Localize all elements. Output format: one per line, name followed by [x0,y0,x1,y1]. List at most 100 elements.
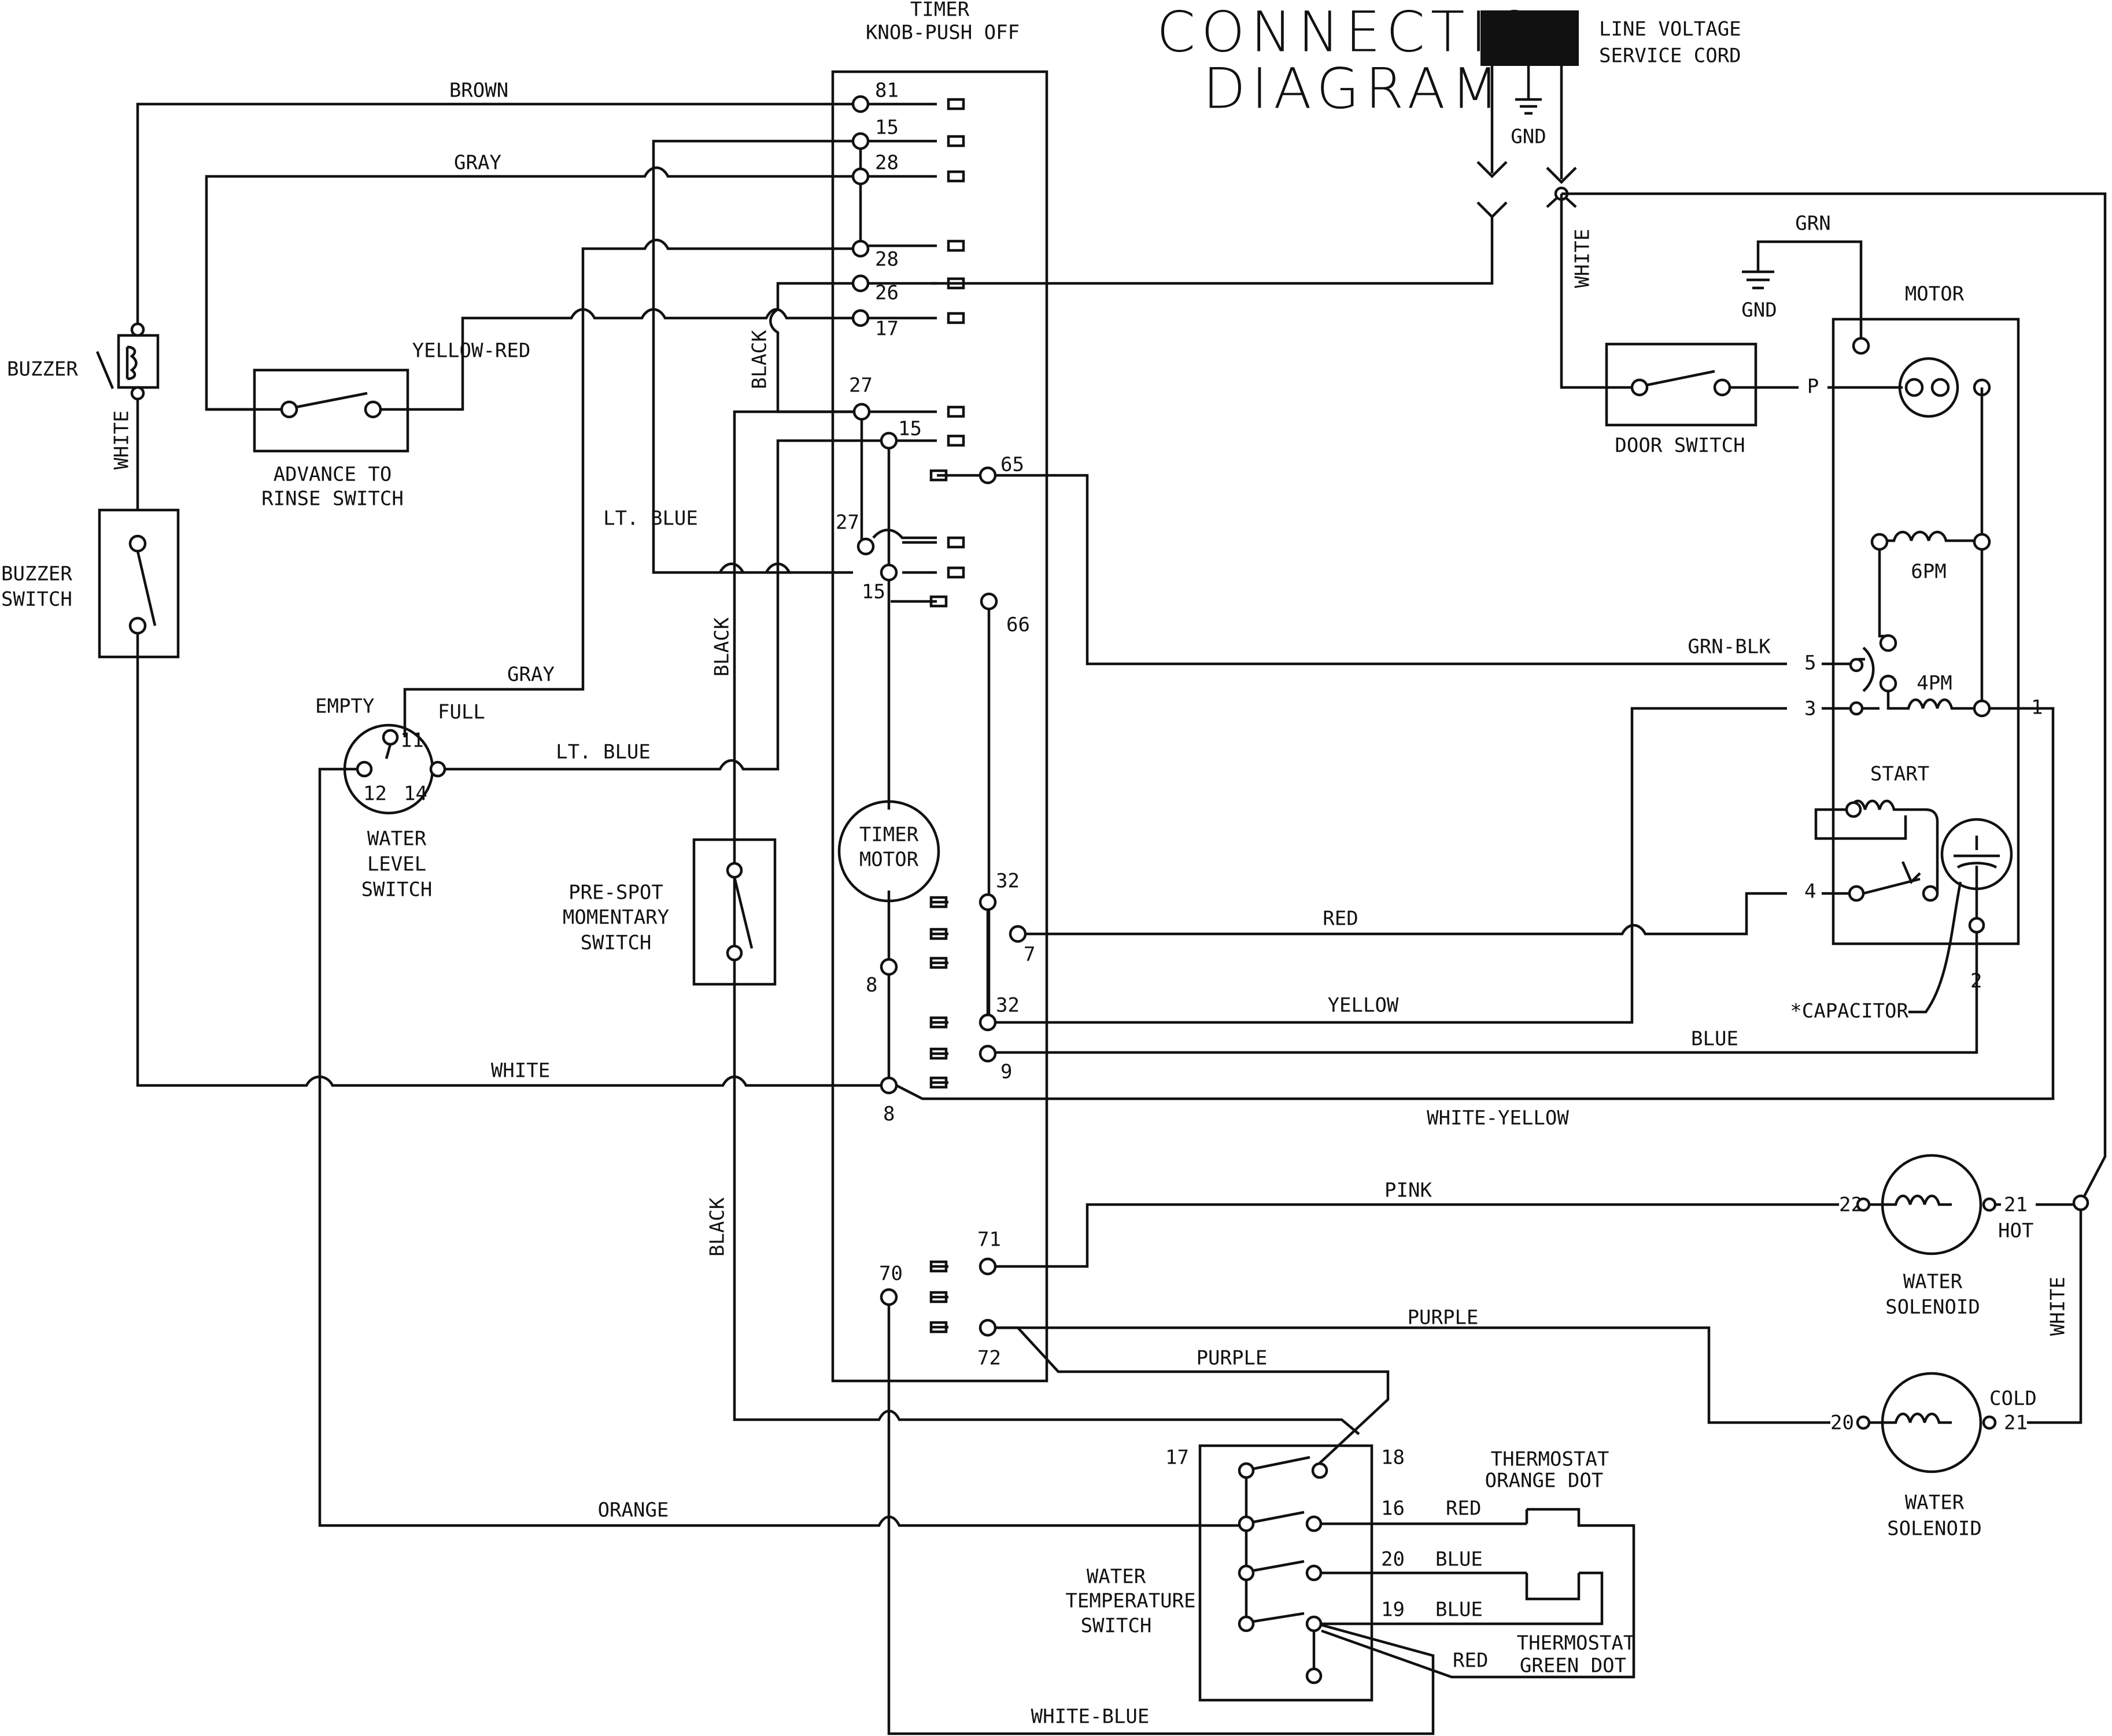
label-blue: BLUE [1691,1028,1738,1051]
wl-label-2: LEVEL [367,853,426,876]
timer-motor-label-2: MOTOR [859,848,919,871]
advance-switch-terminal-b [364,400,382,419]
wt-terminal-17: 17 [1165,1446,1189,1469]
wire-blue-19 [1321,1571,1604,1626]
winding-4pm [1886,688,1982,710]
wt-label-3: SWITCH [1081,1615,1152,1638]
door-switch [1605,342,1757,427]
terminal-66: 66 [1006,614,1030,637]
solenoid-hot-label-1: WATER [1903,1270,1963,1294]
advance-switch-terminal-a [280,400,298,419]
advance-switch-blade [296,391,368,409]
wl-empty-label: EMPTY [315,695,374,718]
wire-red [1025,892,1849,936]
service-cord-plug [1480,10,1579,66]
timer-box [831,70,1048,1383]
timer-bridge-27b [872,529,937,540]
capacitor-terminal [1968,917,1985,934]
terminal-21a: 21 [2004,1194,2028,1217]
terminal-20: 20 [1830,1412,1854,1435]
wire-lt-blue-wl [438,439,882,771]
terminal-27a: 27 [849,374,873,397]
th2-label-2: GREEN DOT [1520,1654,1626,1678]
thermostat-green-dot [1525,1573,1581,1601]
terminal-cap-2: 2 [1970,970,1982,993]
start-winding [1814,799,1939,893]
wire-grn-blk [995,474,1851,666]
4pm-terminal-b [1973,699,1991,718]
4pm-terminal-a [1879,674,1897,693]
wire-white-bottom [136,633,882,1087]
wire-purple-b [995,1326,1390,1464]
terminal-32b: 32 [996,994,1020,1017]
timer-label-2: KNOB-PUSH OFF [866,21,1020,45]
gnd2-label: GND [1741,299,1777,322]
wl-blade [385,744,392,759]
terminal-9: 9 [1000,1061,1012,1084]
6pm-terminal-b [1973,533,1991,551]
winding-6pm [1880,530,1982,542]
wt-label-1: WATER [1087,1565,1146,1589]
water-solenoid-cold [1881,1372,1982,1473]
wt-terminal-20: 20 [1381,1548,1405,1571]
label-blue19: BLUE [1435,1598,1483,1622]
pre-spot-switch [692,838,777,986]
terminal-8a: 8 [866,974,877,997]
cold-label: COLD [1989,1387,2037,1410]
terminal-P: P [1807,375,1819,398]
solenoid-cold-label-2: SOLENOID [1887,1517,1982,1541]
pre-spot-label-2: MOMENTARY [563,906,669,929]
pre-spot-terminal-a [726,862,743,879]
timer-motor [837,800,940,903]
label-grn-blk: GRN-BLK [1688,636,1771,659]
white-junction [2072,1194,2089,1211]
terminal-65: 65 [1000,453,1024,477]
start-terminal-4 [1848,885,1865,902]
protector-contact-b [1930,378,1950,397]
label-pink: PINK [1384,1179,1432,1202]
buzzer [95,322,160,401]
cord-ground [1515,66,1542,115]
terminal-3: 3 [1804,697,1816,721]
wire-brown [136,102,853,330]
label-black-26: BLACK [748,330,771,389]
label-red16: RED [1446,1497,1481,1520]
terminal-5: 5 [1804,652,1816,675]
label-brown: BROWN [449,79,508,102]
hot-label: HOT [1998,1220,2033,1243]
wl-full-label: FULL [438,701,485,724]
terminal-1: 1 [2031,696,2043,719]
label-white-right: WHITE [2047,1277,2070,1336]
wire-gray-wl [403,238,853,730]
terminal-71: 71 [977,1228,1001,1251]
wire-black-26 [769,282,853,413]
th1-label-1: THERMOSTAT [1491,1448,1609,1471]
wire-yellow [995,707,1851,1024]
wl-label-14: 14 [404,782,427,806]
motor-ground [1742,240,1863,346]
service-cord-label-2: SERVICE CORD [1599,45,1741,68]
door-switch-terminal-a [1630,378,1649,397]
wire-lt-blue-top [652,139,853,574]
pre-spot-terminal-b [726,944,743,962]
diagram-title-line2: DIAGRAM [1203,56,1505,121]
protector-contact-a [1904,378,1924,397]
terminal-15c: 15 [862,581,885,604]
label-orange: ORANGE [598,1499,669,1522]
label-white-bottom: WHITE [491,1059,550,1083]
4pm-label: 4PM [1917,672,1952,695]
water-solenoid-hot [1881,1154,1982,1255]
solenoid-hot-terminal-b [1982,1197,1997,1212]
pre-spot-label-1: PRE-SPOT [568,881,663,904]
pre-spot-blade [733,877,754,949]
label-black-mid: BLACK [711,617,734,677]
wt-label-2: TEMPERATURE [1065,1590,1195,1613]
terminal-28b: 28 [875,248,899,271]
motor-protector [1898,357,1959,418]
wt-switch-contacts [1238,1456,1328,1685]
advance-switch-label-2: RINSE SWITCH [261,487,404,511]
door-switch-blade [1646,370,1715,387]
buzzer-switch-terminal-b [128,616,147,635]
wl-label-3: SWITCH [361,878,433,902]
